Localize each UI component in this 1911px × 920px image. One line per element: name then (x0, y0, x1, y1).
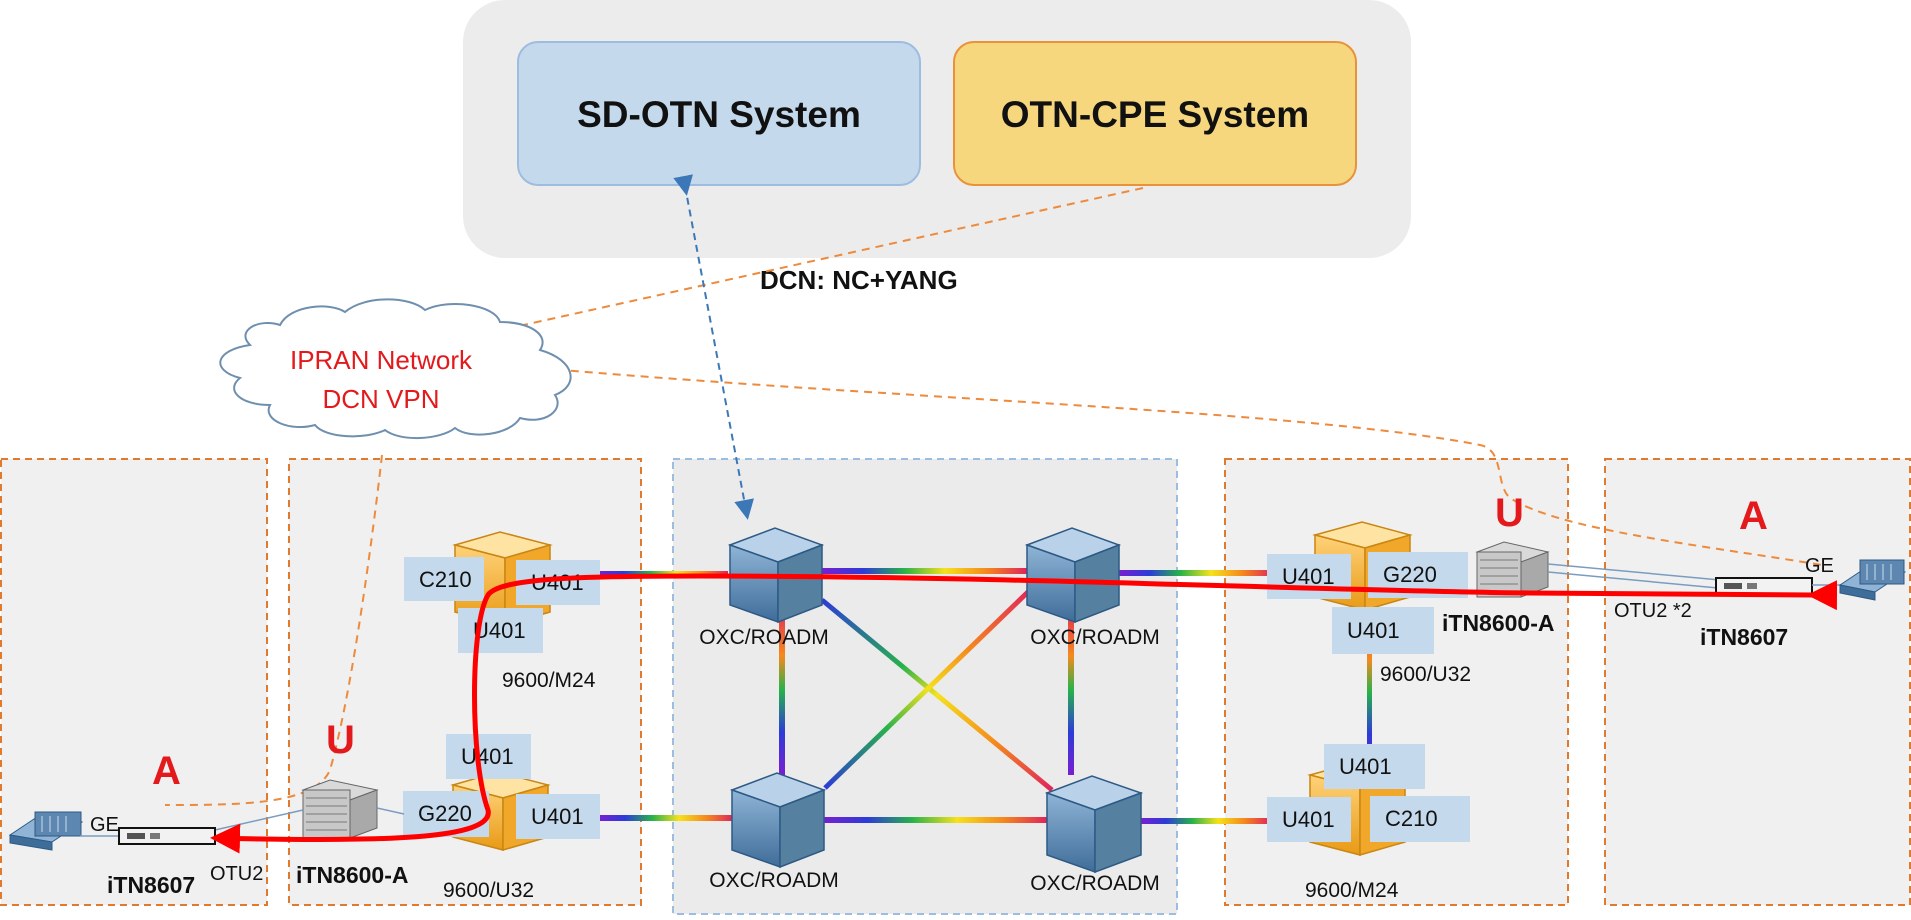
roadm-bottom-left-label: OXC/ROADM (709, 869, 839, 892)
far-left-otu2-label: OTU2 (210, 863, 263, 885)
far-right-cpe-label: iTN8607 (1700, 624, 1788, 650)
far-right-a-marker: A (1739, 494, 1768, 538)
right-itn8600-rack-icon[interactable] (1475, 541, 1550, 598)
fiber-left-bottom-to-core (598, 815, 733, 821)
right-top-model-label: 9600/U32 (1380, 663, 1471, 686)
far-right-otu2-label: OTU2 *2 (1614, 600, 1692, 622)
fiber-core-to-right-top (1118, 570, 1273, 576)
dcn-protocol-label: DCN: NC+YANG (760, 265, 958, 295)
right-bottom-model-label: 9600/M24 (1305, 879, 1399, 902)
left-bottom-u401-right-label: U401 (531, 804, 584, 829)
far-right-cpe-device-icon[interactable] (1715, 577, 1813, 595)
far-left-cpe-label: iTN8607 (107, 872, 195, 898)
roadm-bottom-right-icon[interactable] (1044, 775, 1144, 874)
right-u-marker: U (1495, 491, 1524, 535)
dcn-link-sdotn-to-core (673, 174, 754, 520)
right-top-u401-below-label: U401 (1347, 618, 1400, 643)
far-right-server-icon[interactable] (1838, 559, 1907, 601)
right-bottom-c210-label: C210 (1385, 806, 1438, 831)
ipran-cloud-line1: IPRAN Network (290, 345, 473, 375)
left-top-model-label: 9600/M24 (502, 669, 596, 692)
roadm-bottom-right-label: OXC/ROADM (1030, 872, 1160, 895)
roadm-top-left-label: OXC/ROADM (699, 626, 829, 649)
left-access-node-label: iTN8600-A (296, 862, 408, 888)
right-access-node-label: iTN8600-A (1442, 610, 1554, 636)
left-top-c210-label: C210 (419, 567, 472, 592)
far-left-ge-label: GE (90, 814, 119, 836)
otn-cpe-system-label: OTN-CPE System (1001, 94, 1309, 135)
ipran-cloud (219, 298, 572, 440)
service-path (210, 573, 1838, 854)
right-top-g220-label: G220 (1383, 562, 1437, 587)
far-left-a-marker: A (152, 749, 181, 793)
left-itn8600-rack-icon[interactable] (301, 779, 379, 839)
roadm-bottom-left-icon[interactable] (729, 772, 827, 869)
far-left-cpe-device-icon[interactable] (118, 827, 216, 845)
left-bottom-model-label: 9600/U32 (443, 879, 534, 902)
roadm-top-right-label: OXC/ROADM (1030, 626, 1160, 649)
fiber-core-bottom (822, 817, 1047, 823)
left-bottom-u401-top-label: U401 (461, 744, 514, 769)
right-bottom-u401-top-label: U401 (1339, 754, 1392, 779)
far-right-ge-label: GE (1805, 555, 1834, 577)
right-rack-to-cpe-link-1 (1547, 563, 1721, 581)
left-bottom-g220-label: G220 (418, 801, 472, 826)
dcn-link-ipran-to-right-u (514, 365, 1823, 566)
right-bottom-u401-left-label: U401 (1282, 807, 1335, 832)
fiber-core-top (822, 568, 1027, 574)
sd-otn-system-label: SD-OTN System (577, 94, 861, 135)
dcn-link-cpe-to-ipran (509, 187, 1144, 329)
otn-cpe-system-box[interactable] (953, 41, 1357, 186)
fiber-core-to-right-bottom (1140, 818, 1270, 824)
left-u-marker: U (326, 718, 355, 762)
far-left-server-icon[interactable] (8, 811, 84, 851)
roadm-top-right-icon[interactable] (1024, 527, 1122, 624)
ipran-cloud-line2: DCN VPN (322, 384, 439, 414)
